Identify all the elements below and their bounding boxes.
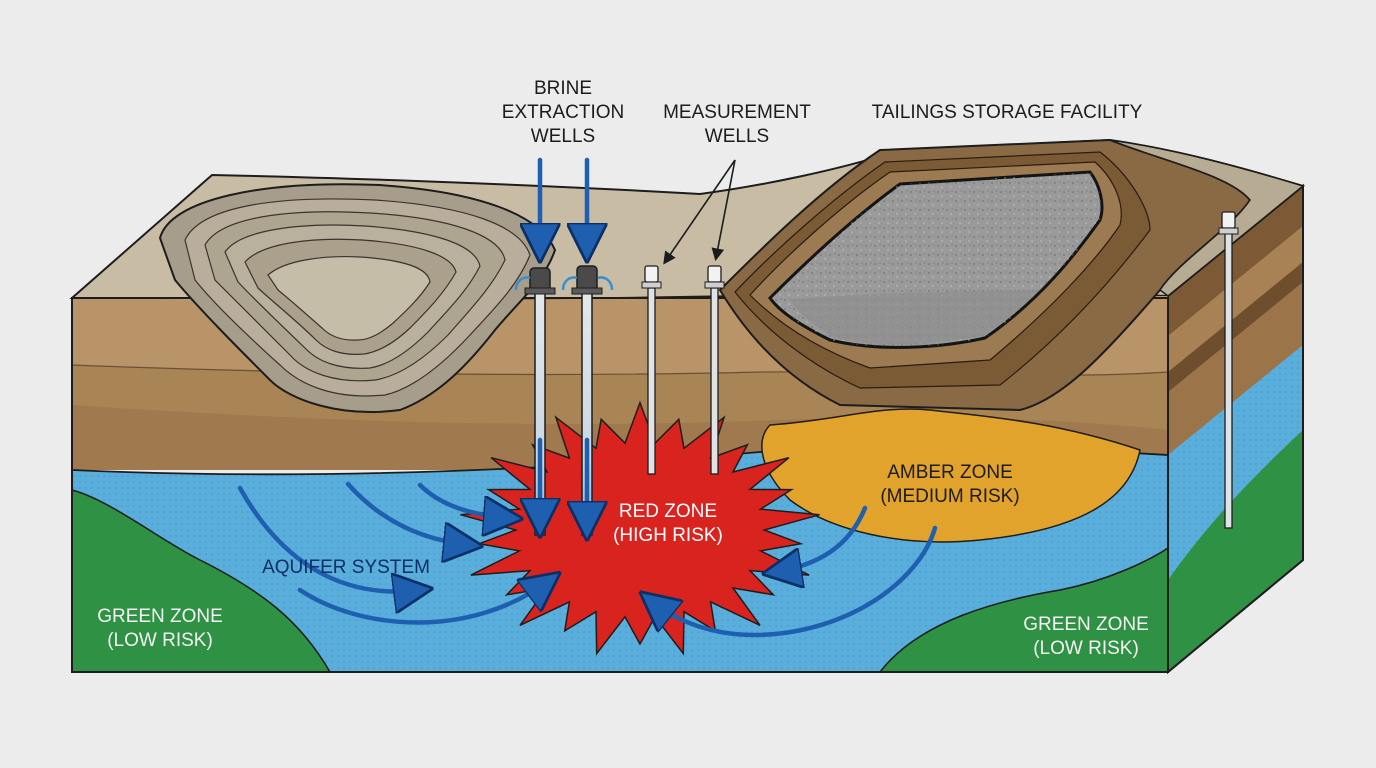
inflow-arrow-2	[345, 481, 470, 545]
green-zone-left-label-line-2: (LOW RISK)	[107, 630, 213, 651]
green-zone-right-label-line-1: GREEN ZONE	[1023, 614, 1149, 635]
brine-label-line-3: WELLS	[531, 126, 595, 147]
green-zone-side	[1168, 430, 1303, 672]
aquifer-label: AQUIFER SYSTEM	[262, 557, 430, 578]
green-zone-right	[878, 546, 1169, 673]
brine-extraction-well-2	[561, 265, 614, 536]
tailings-storage-facility	[718, 138, 1305, 412]
inflow-arrow-6	[650, 525, 938, 638]
red-zone-label-line-1: RED ZONE	[619, 501, 717, 522]
callout-lines	[663, 159, 736, 265]
inflow-arrow-3	[417, 482, 510, 518]
measurement-label-line-2: WELLS	[705, 126, 769, 147]
flow-arrows	[237, 157, 938, 638]
measurement-well-1	[641, 265, 662, 475]
labels: BRINE EXTRACTION WELLS MEASUREMENT WELLS…	[97, 78, 1149, 659]
green-zone-left-label-line-1: GREEN ZONE	[97, 606, 223, 627]
red-zone-label-line-2: (HIGH RISK)	[613, 525, 723, 546]
amber-zone-label-line-1: AMBER ZONE	[887, 462, 1013, 483]
inflow-arrow-4	[297, 580, 550, 625]
amber-zone-label-line-2: (MEDIUM RISK)	[880, 486, 1019, 507]
measurement-label-line-1: MEASUREMENT	[663, 102, 811, 123]
inflow-arrow-5	[775, 505, 868, 572]
brine-label-line-1: BRINE	[534, 78, 592, 99]
block-side-face	[1167, 183, 1304, 675]
open-pit-mine	[158, 183, 557, 413]
brine-label-line-2: EXTRACTION	[502, 102, 624, 123]
measurement-well-2	[704, 265, 725, 475]
tailings-label: TAILINGS STORAGE FACILITY	[872, 102, 1143, 123]
green-zone-right-label-line-2: (LOW RISK)	[1033, 638, 1139, 659]
inflow-arrow-1	[237, 485, 420, 592]
green-zone-left	[71, 489, 332, 673]
amber-zone	[761, 408, 1141, 543]
measurement-well-3	[1218, 211, 1239, 529]
